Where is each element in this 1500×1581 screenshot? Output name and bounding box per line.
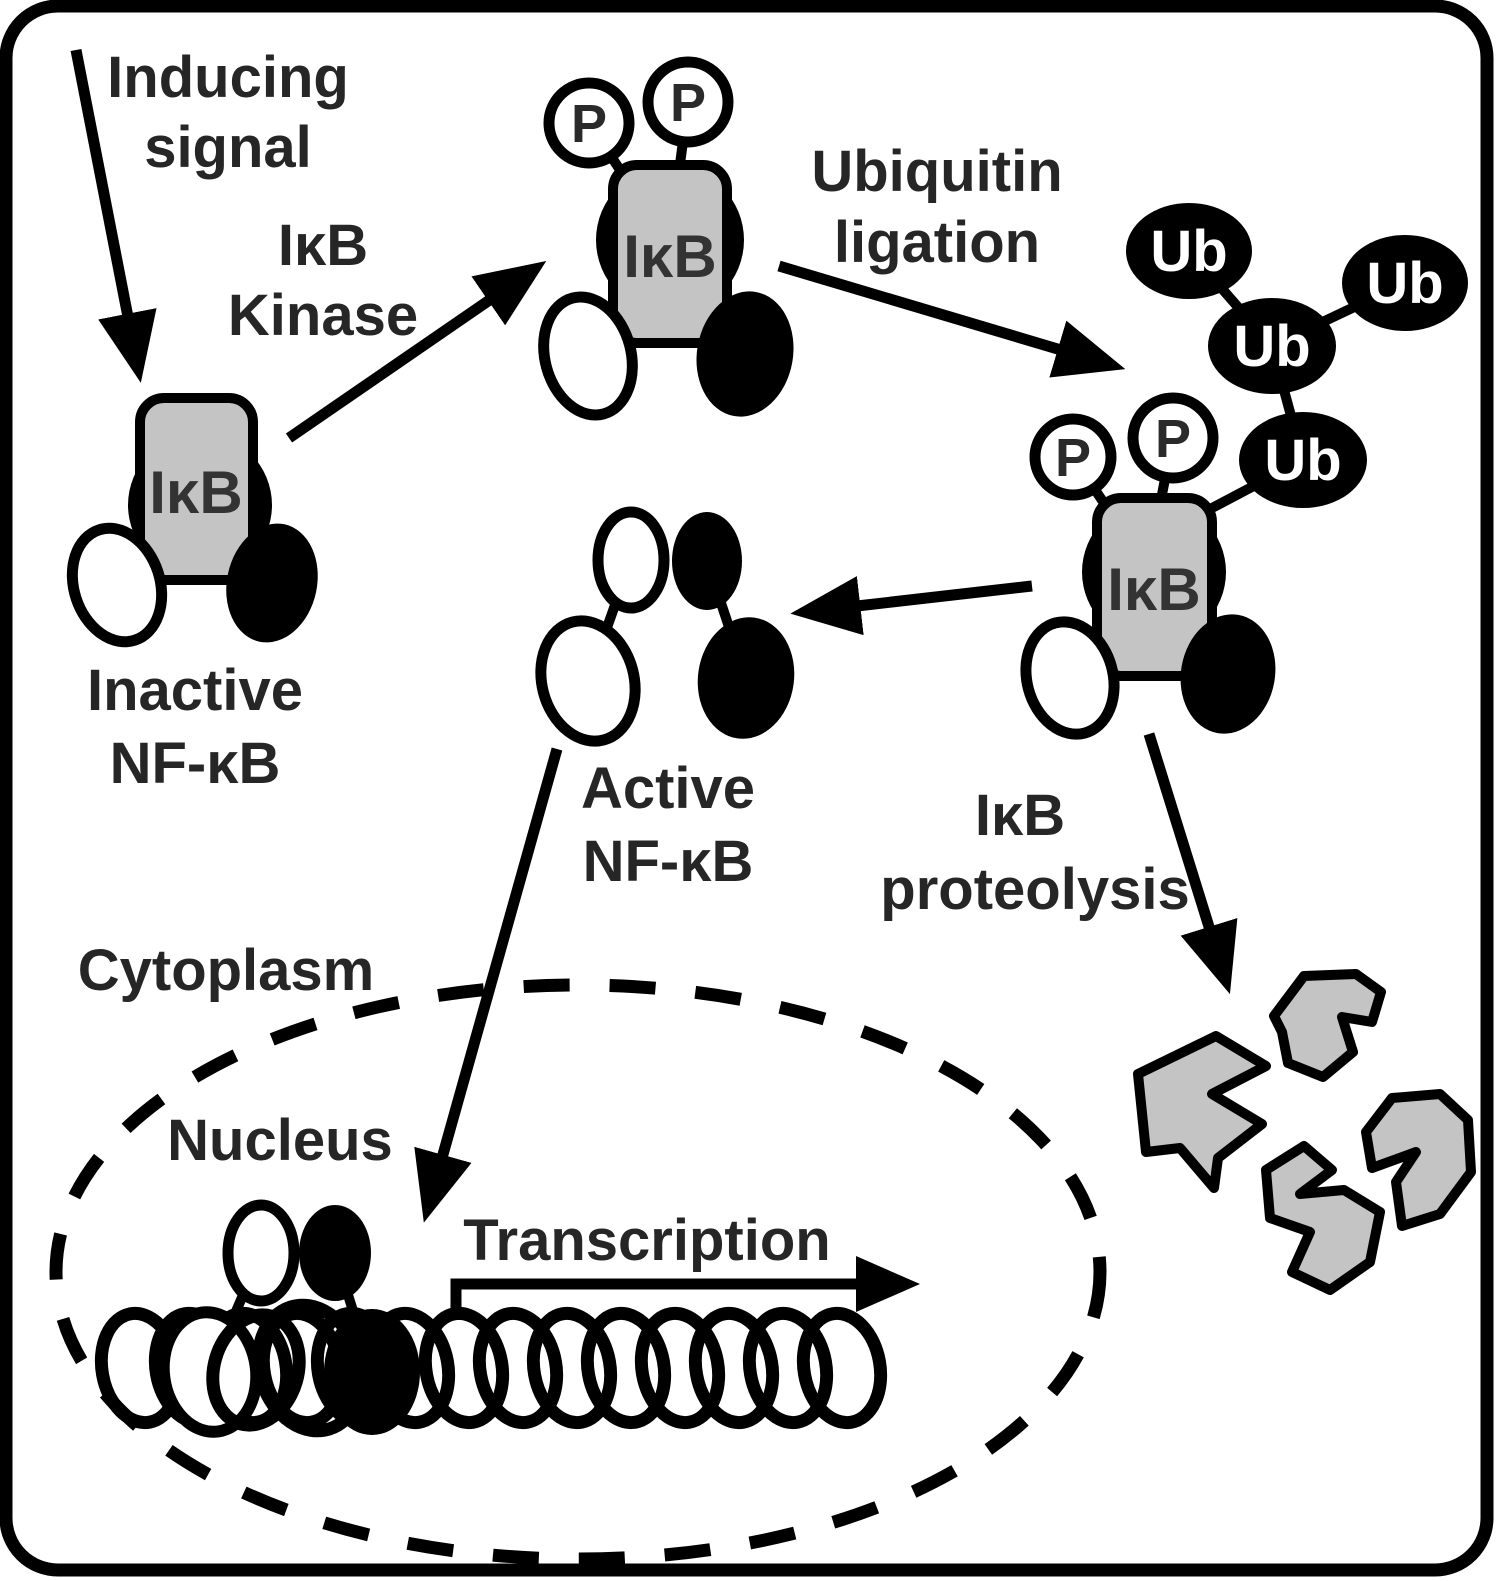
ikb-box — [1092, 493, 1217, 681]
white-subunit-oval — [592, 506, 670, 614]
nucleus-label: Nucleus — [167, 1108, 393, 1173]
nuclear-translocation-arrow — [414, 747, 563, 1223]
ikb-box — [135, 393, 258, 585]
black-subunit-oval — [697, 617, 795, 739]
ikb-fragment — [1269, 969, 1386, 1082]
ikb-box-label: IκB — [623, 223, 716, 290]
black-subunit-oval — [226, 523, 318, 643]
phosphate-label: P — [571, 94, 607, 154]
inactive-nfkb-complex: IκB Inactive NF-κB — [66, 393, 318, 796]
proteolysis-label-line1: IκB — [975, 783, 1065, 848]
ikb-kinase-label-line2: Kinase — [228, 283, 418, 348]
ubiquitin-label: Ub — [1233, 314, 1310, 379]
ubiquitin-label: Ub — [1366, 251, 1443, 316]
black-subunit-oval — [324, 1309, 420, 1435]
transcription-arrowhead — [856, 1256, 920, 1312]
proteolysis-label-line2: proteolysis — [880, 857, 1189, 922]
dna-group — [94, 1199, 888, 1438]
white-subunit-oval — [535, 615, 641, 747]
phosphate-icon — [642, 56, 734, 148]
transcription-arrow-line — [450, 1278, 858, 1320]
white-subunit-oval — [222, 1199, 300, 1307]
proteolysis-group: IκB proteolysis — [880, 732, 1476, 1295]
phosphorylated-complex: P P IκB — [538, 56, 794, 421]
white-subunit-oval — [538, 291, 638, 421]
ubiquitin-label: Ub — [1264, 428, 1341, 493]
phosphate-icon — [1029, 413, 1117, 501]
ikb-box-label: IκB — [1107, 556, 1200, 623]
phosphate-icon — [543, 77, 635, 169]
phosphate-label: P — [1155, 409, 1191, 469]
active-nfkb-complex: Active NF-κB — [535, 506, 795, 894]
black-subunit-oval — [299, 1205, 371, 1301]
active-label-line1: Active — [581, 756, 755, 821]
ikb-box-label: IκB — [149, 459, 242, 526]
cytoplasm-label: Cytoplasm — [78, 938, 375, 1003]
white-subunit-oval — [66, 522, 168, 648]
phosphate-label: P — [670, 73, 706, 133]
inducing-signal-group: Inducing signal — [70, 45, 349, 383]
ubiquitin-icon — [1239, 412, 1367, 508]
inactive-label-line2: NF-κB — [110, 731, 281, 796]
ubiquitin-ligation-group: Ubiquitin ligation — [777, 139, 1126, 378]
black-subunit-oval — [696, 291, 794, 417]
ubiquitin-ligation-label-line1: Ubiquitin — [811, 139, 1062, 204]
transcription-label: Transcription — [463, 1208, 830, 1273]
transcription-group: Transcription — [450, 1208, 920, 1320]
kinase-arrow — [285, 260, 547, 443]
ubiquitin-icon — [1342, 235, 1468, 331]
ikb-fragment — [1261, 1141, 1385, 1295]
ubiquitin-ligation-arrow — [777, 260, 1126, 378]
inducing-signal-label-line2: signal — [144, 115, 312, 180]
ubiquitin-label: Ub — [1150, 219, 1227, 284]
ubiquitin-ligation-label-line2: ligation — [834, 210, 1040, 275]
proteolysis-arrow — [1143, 732, 1238, 995]
white-subunit-oval — [1020, 616, 1120, 740]
active-label-line2: NF-κB — [583, 829, 754, 894]
inducing-signal-label-line1: Inducing — [107, 45, 349, 110]
release-arrow — [790, 576, 1033, 636]
black-subunit-oval — [672, 512, 742, 610]
ubiquitin-icon — [1126, 203, 1252, 299]
ubiquitin-icon — [1208, 298, 1336, 394]
phosphate-label: P — [1055, 428, 1091, 488]
ikb-kinase-label-line1: IκB — [278, 213, 368, 278]
nucleus-membrane — [49, 978, 1107, 1566]
ikb-box — [608, 160, 732, 348]
phosphate-icon — [1127, 392, 1219, 484]
ikb-fragment — [1133, 1031, 1271, 1193]
ikb-fragment — [1361, 1089, 1476, 1231]
ikb-kinase-group: IκB Kinase — [228, 213, 547, 443]
inducing-signal-arrow — [70, 48, 157, 383]
ubiquitinated-complex: Ub Ub Ub Ub P P IκB — [1020, 203, 1468, 740]
dna-coil-loop — [206, 1308, 306, 1432]
nucleus-group: Nucleus — [49, 978, 1107, 1566]
inactive-label-line1: Inactive — [87, 658, 303, 723]
black-subunit-oval — [1180, 614, 1276, 734]
